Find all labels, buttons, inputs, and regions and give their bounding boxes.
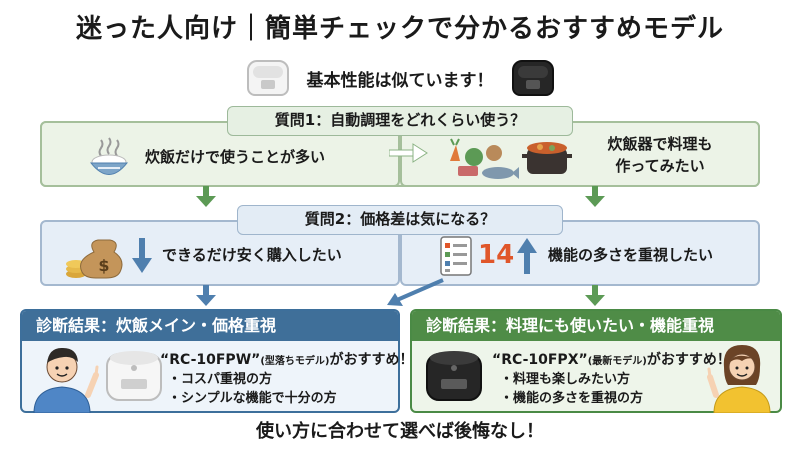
price-down-arrow-icon	[132, 238, 152, 273]
result-left-recommend: がおすすめ！	[329, 352, 414, 368]
down-arrow-icon	[585, 285, 605, 306]
money-bag-icon: $	[66, 239, 123, 279]
feature-up-arrow-icon	[517, 238, 537, 274]
result-left-model-line: “RC-10FPW”(型落ちモデル)がおすすめ！	[160, 349, 413, 369]
white-rice-cooker-icon	[246, 60, 289, 96]
result-left-bullet: ・シンプルな機能で十分の方	[168, 391, 337, 406]
footer-text: 使い方に合わせて選べば後悔なし！	[256, 421, 544, 442]
page-title: 迷った人向け｜簡単チェックで分かるおすすめモデル	[75, 14, 724, 44]
feature-count: 14	[478, 240, 515, 270]
question1-option-right-line1: 炊飯器で料理も	[607, 135, 713, 153]
result-right-model: “RC-10FPX”	[492, 352, 588, 368]
rice-bowl-icon	[89, 137, 129, 175]
ingredients-icon	[450, 138, 519, 179]
man-character-icon	[33, 347, 99, 413]
black-rice-cooker-icon	[511, 60, 554, 96]
question1-option-left-text: 炊飯だけで使うことが多い	[145, 148, 326, 166]
result-left-bullet: ・コスパ重視の方	[168, 372, 273, 387]
question2-label: 質問2：価格差は気になる？	[237, 205, 563, 235]
result-right-recommend: がおすすめ！	[646, 352, 731, 368]
result-right-header: 診断結果：料理にも使いたい・機能重視	[412, 311, 780, 341]
question1-option-right-text: 炊飯器で料理も 作ってみたい	[585, 133, 735, 177]
result-right-model-note: (最新モデル)	[587, 356, 647, 367]
result-right-bullet: ・機能の多さを重視の方	[500, 391, 644, 406]
subtitle-row: 基本性能は似ています！	[0, 58, 800, 98]
question2-option-right-text: 機能の多さを重視したい	[548, 246, 714, 264]
checklist-icon	[440, 236, 472, 276]
result-left-header: 診断結果：炊飯メイン・価格重視	[22, 311, 398, 341]
stew-pot-icon	[522, 142, 572, 174]
black-rice-cooker-icon	[426, 351, 482, 401]
result-right-model-line: “RC-10FPX”(最新モデル)がおすすめ！	[492, 349, 731, 369]
down-arrow-icon	[196, 186, 216, 207]
result-right-bullet: ・料理も楽しみたい方	[500, 372, 631, 387]
result-left-model: “RC-10FPW”	[160, 352, 261, 368]
right-arrow-icon	[389, 143, 428, 163]
result-left-model-note: (型落ちモデル)	[260, 356, 330, 367]
woman-character-icon	[707, 345, 771, 413]
down-arrow-icon	[196, 285, 216, 306]
down-arrow-icon	[585, 186, 605, 207]
question2-option-left-text: できるだけ安く購入したい	[162, 246, 342, 264]
result-left-panel: 診断結果：炊飯メイン・価格重視	[20, 309, 400, 413]
subtitle: 基本性能は似ています！	[306, 70, 494, 91]
svg-text:$: $	[98, 256, 109, 275]
question1-label: 質問1：自動調理をどれくらい使う？	[227, 106, 573, 136]
question1-option-right-line2: 作ってみたい	[615, 157, 705, 175]
diagonal-arrow-icon	[387, 278, 444, 306]
white-rice-cooker-icon	[106, 351, 162, 401]
